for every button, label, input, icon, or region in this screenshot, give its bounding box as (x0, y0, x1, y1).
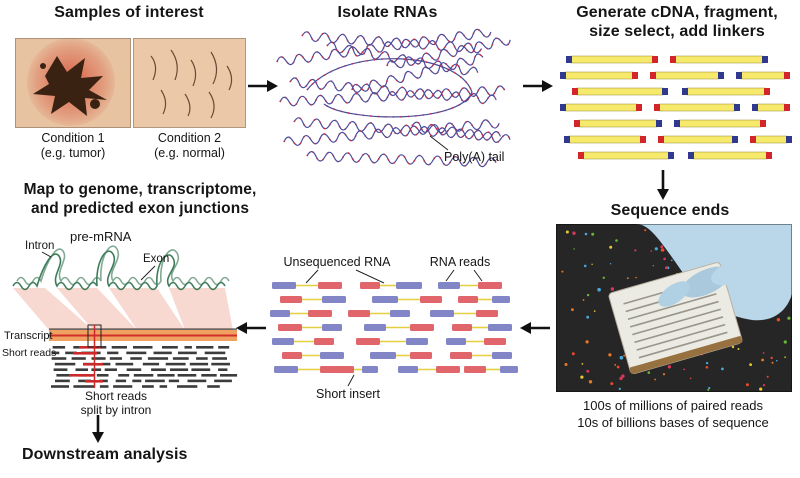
arrow-left-icon (520, 322, 550, 334)
sequence-caption-line2: 10s of billions bases of sequence (577, 415, 769, 430)
cdna-title: Generate cDNA, fragment, size select, ad… (558, 3, 796, 41)
condition2-caption: Condition 2 (e.g. normal) (133, 131, 246, 161)
polya-pointer-line (429, 135, 449, 151)
cdna-fragment-bars (560, 55, 792, 160)
polya-label: Poly(A) tail (444, 150, 505, 164)
split-reads-label: Short reads split by intron (68, 389, 164, 417)
genome-mapping-image (12, 245, 238, 388)
downstream-title: Downstream analysis (22, 446, 188, 463)
samples-title: Samples of interest (54, 4, 204, 21)
short-insert-label: Short insert (316, 387, 380, 401)
premrna-strand (12, 250, 226, 291)
intron-label: Intron (25, 240, 55, 252)
glove-fingers (658, 258, 757, 307)
sequence-title: Sequence ends (610, 202, 730, 219)
sequencer-photo (556, 224, 792, 392)
label-pointer-lines (305, 269, 483, 387)
rna-molecules-image (276, 28, 512, 168)
tissue-fibers (150, 49, 233, 119)
condition1-caption: Condition 1 (e.g. tumor) (15, 131, 131, 161)
arrow-down-icon (657, 170, 669, 200)
premrna-label: pre-mRNA (70, 229, 132, 244)
transcript-label: Transcript (4, 330, 53, 342)
arrow-down-icon (92, 415, 104, 443)
exon-label: Exon (143, 253, 170, 265)
arrow-right-icon (248, 80, 278, 92)
unsequenced-rna-label: Unsequenced RNA (283, 255, 391, 269)
tumor-splat (33, 56, 107, 116)
arrow-left-icon (236, 322, 266, 334)
intron-pointer-line (41, 251, 52, 258)
paired-reads-image (270, 269, 518, 387)
rna-squiggles (276, 28, 512, 168)
normal-sample-image (133, 38, 246, 128)
condition1-label: Condition 1 (41, 131, 105, 145)
cdna-title-line2: size select, add linkers (589, 23, 765, 40)
arrow-right-icon (523, 80, 553, 92)
map-title: Map to genome, transcriptome, and predic… (15, 180, 265, 218)
condition1-sublabel: (e.g. tumor) (40, 146, 106, 160)
split-reads-label-line1: Short reads (84, 389, 148, 403)
split-reads-label-line2: split by intron (80, 403, 152, 417)
cdna-title-line1: Generate cDNA, fragment, (576, 4, 778, 21)
transcript-center-line (49, 334, 237, 337)
condition2-sublabel: (e.g. normal) (154, 146, 225, 160)
map-title-line1: Map to genome, transcriptome, (23, 181, 257, 198)
cdna-fragments-image (560, 55, 792, 160)
sequence-caption: 100s of millions of paired reads 10s of … (545, 397, 800, 431)
sequence-caption-line1: 100s of millions of paired reads (583, 398, 763, 413)
read-pairs (270, 282, 518, 373)
isolate-title: Isolate RNAs (337, 4, 438, 21)
map-title-line2: and predicted exon junctions (30, 200, 250, 217)
rna-reads-label: RNA reads (429, 255, 491, 269)
exon-pointer-line (140, 265, 156, 281)
tumor-sample-image (15, 38, 131, 128)
short-reads-label: Short reads (2, 347, 57, 359)
exon-mapping-fans (13, 288, 233, 330)
short-reads-pileup (51, 346, 238, 388)
condition2-label: Condition 2 (157, 131, 222, 145)
